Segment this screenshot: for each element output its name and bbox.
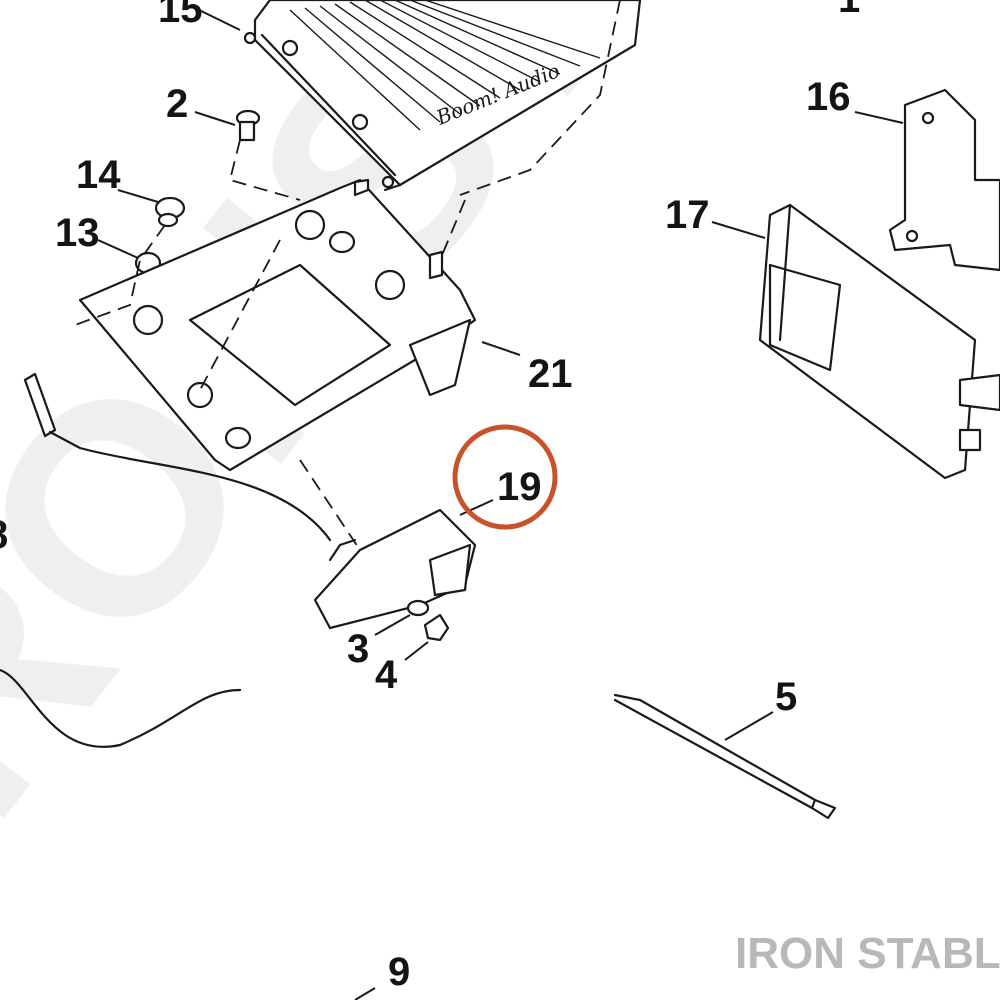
brand-mark: IRON STABLE [735,929,1000,978]
callout-8: 8 [0,513,8,557]
callout-4: 4 [375,653,398,697]
callout-13: 13 [55,211,100,255]
callout-3: 3 [347,627,369,671]
callout-9: 9 [388,950,410,994]
amplifier-part[interactable]: Boom! Audio [243,0,642,192]
module-part-19[interactable] [313,508,477,630]
callout-2: 2 [166,82,188,126]
grommet-part-14[interactable] [154,196,186,228]
washer-part-3[interactable] [406,599,430,617]
callout-19: 19 [497,465,542,509]
callout-15: 15 [158,0,203,31]
nut-part-4[interactable] [423,613,450,642]
highlight-circle [452,424,558,530]
callout-21: 21 [528,352,573,396]
cable-tie-part-5[interactable] [613,693,837,820]
callout-16: 16 [806,75,851,119]
callout-5: 5 [775,675,797,719]
control-unit-part-17[interactable] [758,203,1000,480]
mounting-bracket[interactable] [78,178,477,472]
bolt-part-2[interactable] [235,109,261,142]
leader-lines [97,7,904,1000]
callout-17: 17 [665,193,710,237]
assembly-dashed-lines [74,0,621,551]
callout-14: 14 [76,153,121,197]
callout-1: 1 [838,0,860,21]
antenna-cable[interactable] [0,372,332,748]
bracket-part-16[interactable] [888,88,1000,272]
